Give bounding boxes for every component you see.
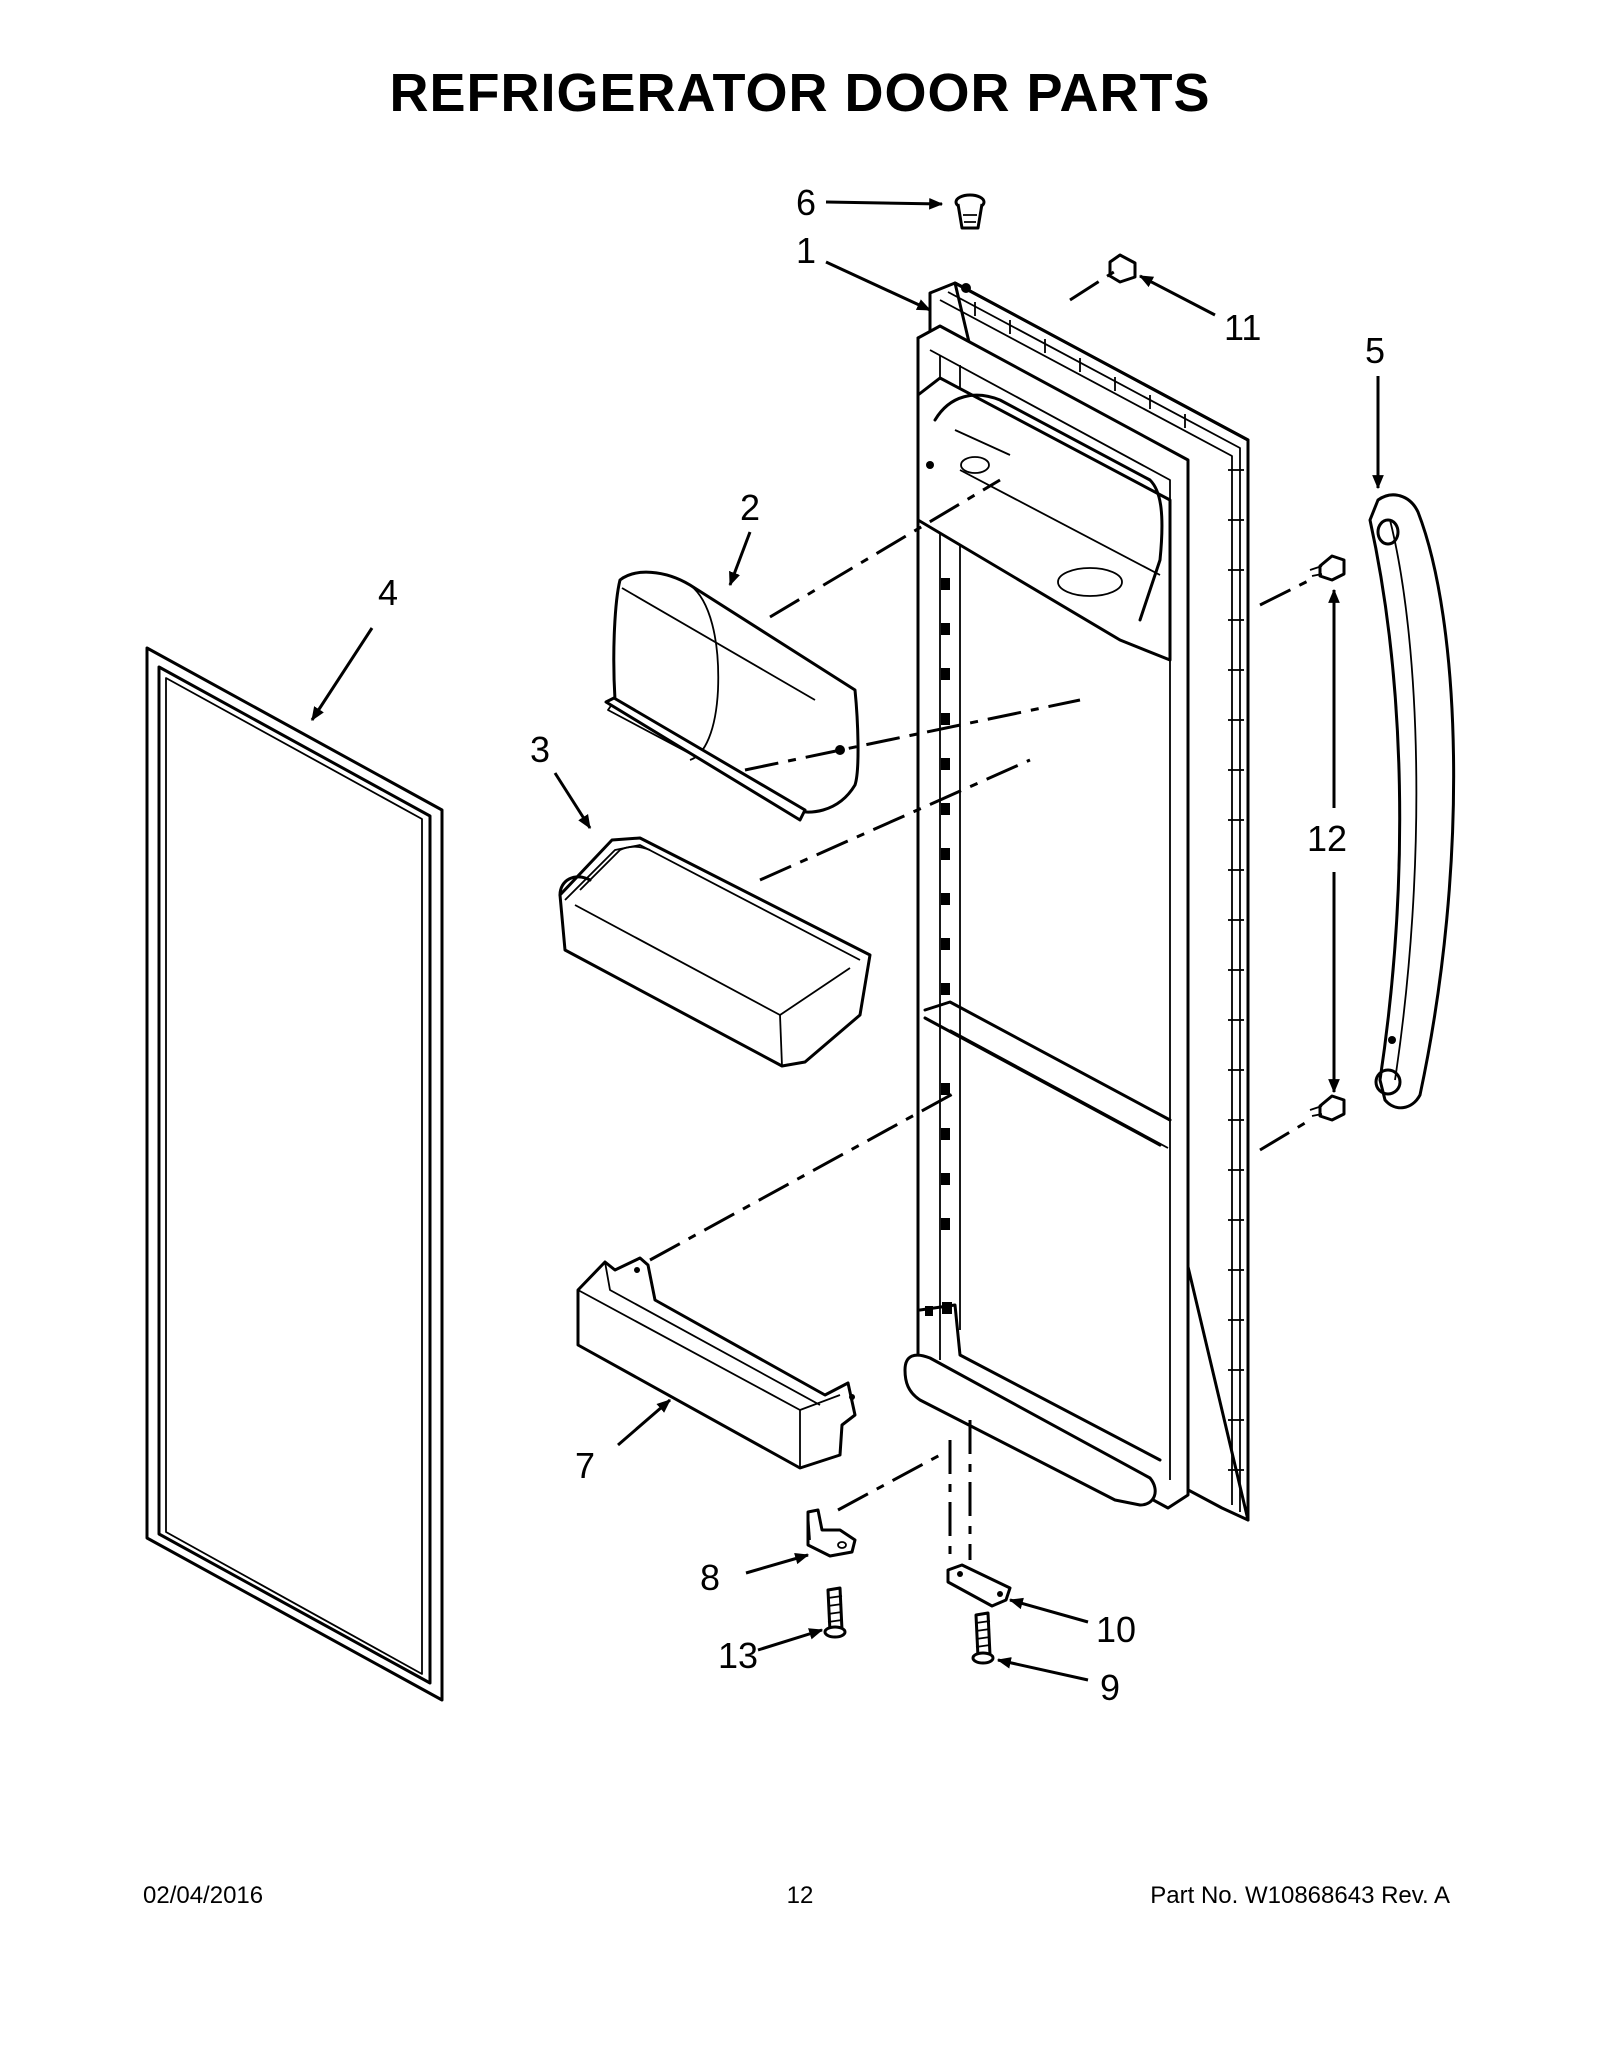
callout-5: 5 <box>1365 330 1385 371</box>
dairy-door-part <box>604 570 860 822</box>
footer-date: 02/04/2016 <box>143 1882 264 1909</box>
callout-2: 2 <box>740 487 760 528</box>
callout-3: 3 <box>530 729 550 770</box>
hinge-pin-part <box>954 193 986 293</box>
footer-part-number: Part No. W10868643 Rev. A <box>1150 1882 1450 1909</box>
callout-arrows <box>310 197 1384 1682</box>
callout-13: 13 <box>718 1635 758 1676</box>
shim-screw-part <box>971 1611 995 1665</box>
callout-4: 4 <box>378 572 398 613</box>
hinge-screw-part <box>823 1586 847 1639</box>
callout-9: 9 <box>1100 1667 1120 1708</box>
page-title: REFRIGERATOR DOOR PARTS <box>389 63 1211 123</box>
bottom-hinge-part <box>806 1508 857 1558</box>
callout-12: 12 <box>1307 818 1347 859</box>
shelf-ladder-slots <box>941 578 950 1230</box>
callout-labels: 1 2 3 4 5 6 7 8 9 10 11 12 13 <box>378 182 1385 1708</box>
door-liner-part <box>903 281 1250 1522</box>
door-handle-part <box>1368 493 1456 1110</box>
door-gasket-part <box>145 646 444 1702</box>
hinge-shim-part <box>946 1563 1012 1608</box>
callout-1: 1 <box>796 230 816 271</box>
lower-door-bin-part <box>576 1256 857 1470</box>
callout-10: 10 <box>1096 1609 1136 1650</box>
callout-7: 7 <box>575 1445 595 1486</box>
callout-6: 6 <box>796 182 816 223</box>
callout-8: 8 <box>700 1557 720 1598</box>
door-bin-part <box>558 836 872 1068</box>
top-cap-part <box>1108 253 1137 284</box>
handle-screws-part <box>1309 554 1346 1122</box>
callout-11: 11 <box>1224 307 1261 348</box>
assembly-lines <box>649 266 1311 1560</box>
footer-page-number: 12 <box>786 1882 814 1909</box>
